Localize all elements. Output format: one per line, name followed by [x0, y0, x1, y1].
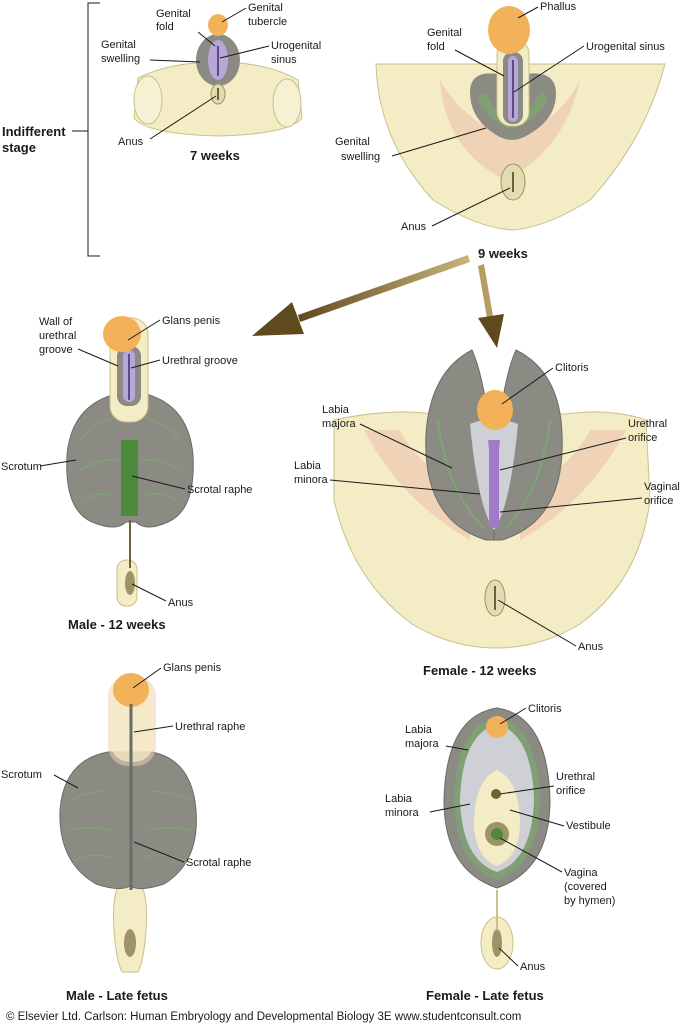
label-glans-penis-mlate: Glans penis — [163, 662, 222, 674]
caption-female-12-weeks: Female - 12 weeks — [423, 663, 536, 678]
label-urethral-orifice-flate-2: orifice — [556, 785, 585, 797]
label-genital-fold-7wk-1: Genital — [156, 8, 191, 20]
labels-7-weeks: Genital fold Genital tubercle Genital sw… — [101, 2, 321, 148]
caption-male-late-fetus: Male - Late fetus — [66, 988, 168, 1003]
label-clitoris-f12: Clitoris — [555, 362, 589, 374]
label-urethral-raphe-mlate: Urethral raphe — [175, 721, 245, 733]
label-urogenital-sinus-9wk: Urogenital sinus — [586, 41, 665, 53]
label-labia-majora-f12-1: Labia — [322, 404, 350, 416]
arrow-to-female — [478, 264, 504, 348]
drawing-male-12-weeks — [66, 316, 194, 607]
label-labia-majora-flate-2: majora — [405, 738, 440, 750]
label-genital-swelling-7wk-1: Genital — [101, 39, 136, 51]
label-vagina-flate-1: Vagina — [564, 867, 598, 879]
caption-7-weeks: 7 weeks — [190, 148, 240, 163]
label-scrotal-raphe-mlate: Scrotal raphe — [186, 857, 251, 869]
label-wall-urethral-groove-2: urethral — [39, 330, 76, 342]
label-vaginal-orifice-f12-1: Vaginal — [644, 481, 680, 493]
labels-female-late-fetus: Clitoris Labia majora Urethral orifice L… — [385, 703, 615, 973]
arrow-to-male — [252, 255, 470, 336]
label-labia-majora-flate-1: Labia — [405, 724, 433, 736]
drawing-female-12-weeks — [333, 349, 651, 649]
drawing-7-weeks — [133, 14, 303, 137]
label-urethral-orifice-flate-1: Urethral — [556, 771, 595, 783]
label-labia-minora-flate-2: minora — [385, 807, 420, 819]
label-anus-flate: Anus — [520, 961, 546, 973]
label-vagina-flate-2: (covered — [564, 881, 607, 893]
caption-9-weeks: 9 weeks — [478, 246, 528, 261]
label-genital-swelling-9wk-2: swelling — [341, 151, 380, 163]
labels-9-weeks: Phallus Genital fold Urogenital sinus Ge… — [335, 1, 665, 233]
label-anus-f12: Anus — [578, 641, 604, 653]
label-urogenital-sinus-7wk-2: sinus — [271, 54, 297, 66]
label-labia-minora-flate-1: Labia — [385, 793, 413, 805]
copyright-credit: © Elsevier Ltd. Carlson: Human Embryolog… — [6, 1011, 521, 1023]
label-scrotum-m12: Scrotum — [1, 461, 42, 473]
label-urethral-groove-m12: Urethral groove — [162, 355, 238, 367]
label-genital-fold-7wk-2: fold — [156, 21, 174, 33]
label-urethral-orifice-f12-2: orifice — [628, 432, 657, 444]
label-urethral-orifice-f12-1: Urethral — [628, 418, 667, 430]
label-anus-m12: Anus — [168, 597, 194, 609]
label-wall-urethral-groove-1: Wall of — [39, 316, 73, 328]
label-vaginal-orifice-f12-2: orifice — [644, 495, 673, 507]
labels-male-12-weeks: Wall of urethral groove Glans penis Uret… — [1, 315, 252, 609]
label-vestibule-flate: Vestibule — [566, 820, 611, 832]
caption-male-12-weeks: Male - 12 weeks — [68, 617, 166, 632]
labels-female-12-weeks: Clitoris Labia majora Urethral orifice L… — [294, 362, 680, 653]
drawing-9-weeks — [375, 6, 666, 231]
label-scrotal-raphe-m12: Scrotal raphe — [187, 484, 252, 496]
label-vagina-flate-3: by hymen) — [564, 895, 615, 907]
label-genital-swelling-7wk-2: swelling — [101, 53, 140, 65]
indifferent-stage-label-line1: Indifferent — [2, 124, 66, 139]
label-clitoris-flate: Clitoris — [528, 703, 562, 715]
label-labia-minora-f12-1: Labia — [294, 460, 322, 472]
label-urogenital-sinus-7wk-1: Urogenital — [271, 40, 321, 52]
label-genital-tubercle-7wk-2: tubercle — [248, 16, 287, 28]
label-genital-tubercle-7wk-1: Genital — [248, 2, 283, 14]
label-anus-9wk: Anus — [401, 221, 427, 233]
labels-male-late-fetus: Glans penis Urethral raphe Scrotum Scrot… — [1, 662, 251, 869]
label-genital-fold-9wk-2: fold — [427, 41, 445, 53]
indifferent-stage-label-line2: stage — [2, 140, 36, 155]
label-glans-penis-m12: Glans penis — [162, 315, 221, 327]
drawing-male-late-fetus — [59, 673, 197, 973]
caption-female-late-fetus: Female - Late fetus — [426, 988, 544, 1003]
label-phallus-9wk: Phallus — [540, 1, 577, 13]
label-labia-majora-f12-2: majora — [322, 418, 357, 430]
label-anus-7wk: Anus — [118, 136, 144, 148]
label-wall-urethral-groove-3: groove — [39, 344, 73, 356]
indifferent-stage-bracket — [72, 2, 100, 257]
label-genital-fold-9wk-1: Genital — [427, 27, 462, 39]
label-genital-swelling-9wk-1: Genital — [335, 136, 370, 148]
label-scrotum-mlate: Scrotum — [1, 769, 42, 781]
drawing-female-late-fetus — [443, 707, 551, 970]
label-labia-minora-f12-2: minora — [294, 474, 329, 486]
